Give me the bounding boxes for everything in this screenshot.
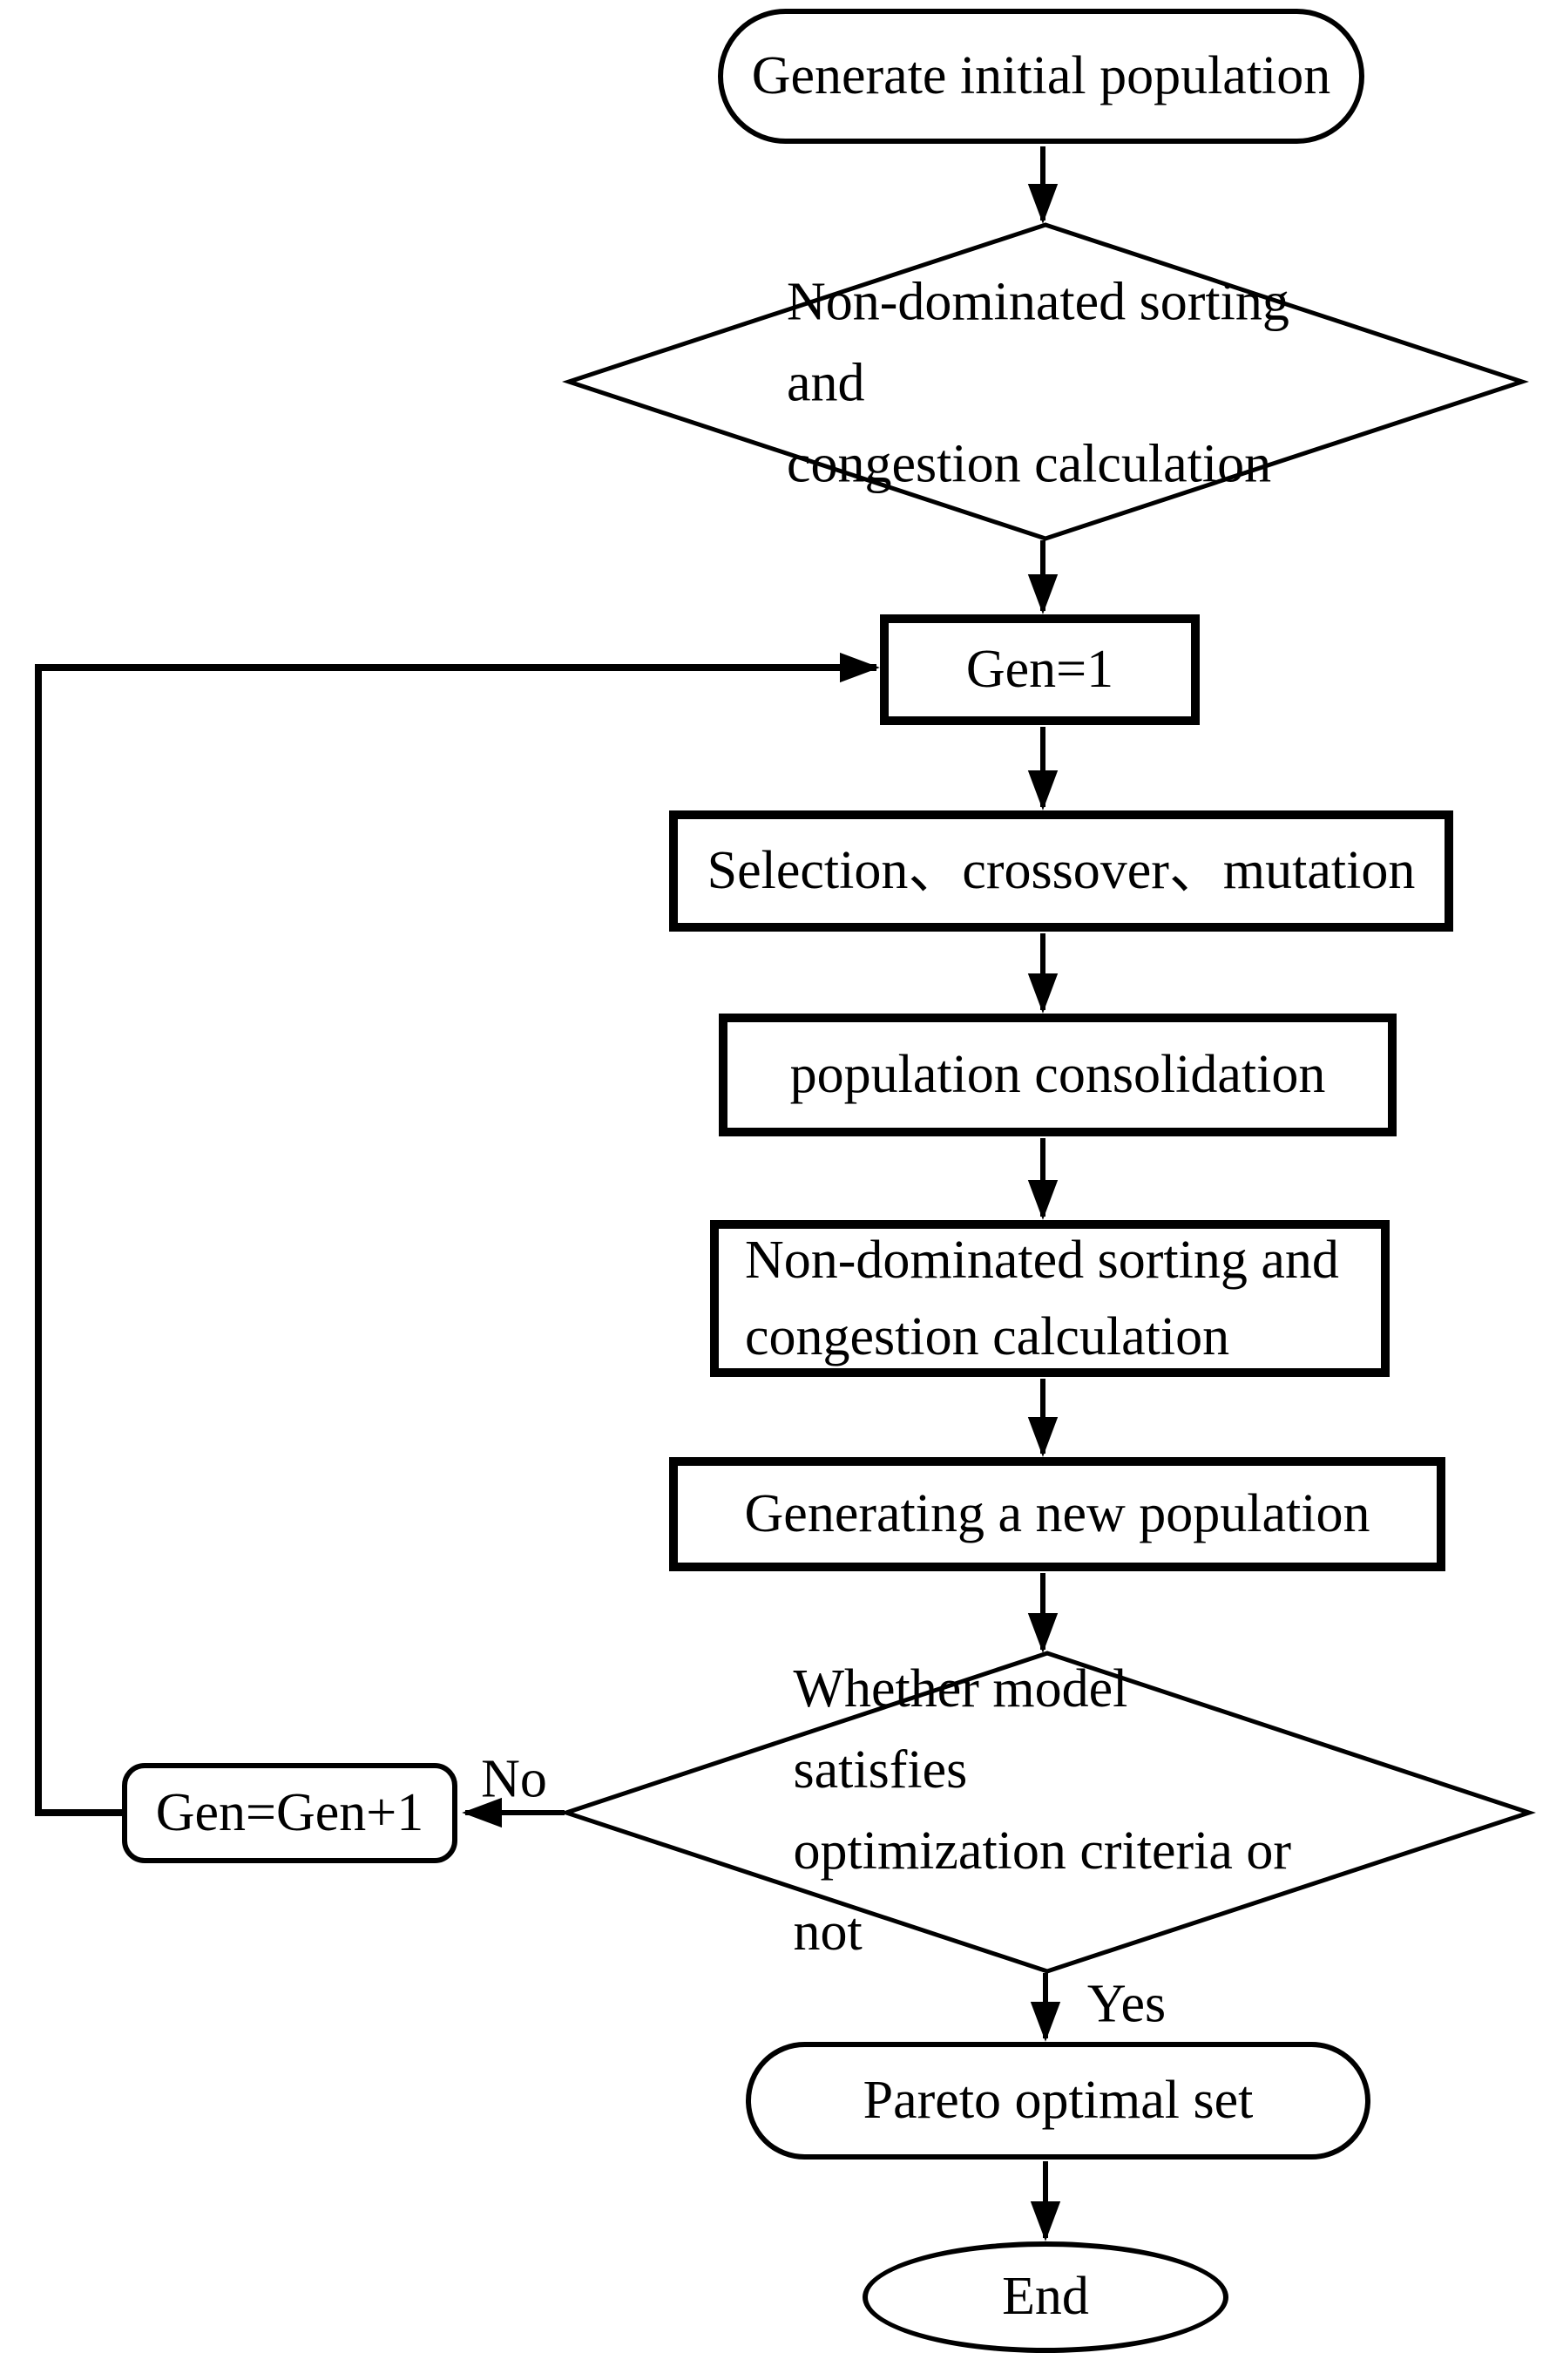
selection-crossover-mutation-process: Selection、crossover、mutation: [669, 810, 1453, 932]
pareto-label: Pareto optimal set: [863, 2070, 1254, 2130]
new-population-label: Generating a new population: [744, 1483, 1370, 1543]
selection-label: Selection、crossover、mutation: [707, 840, 1416, 900]
gen-increment-label: Gen=Gen+1: [155, 1782, 424, 1842]
gen-increment-process: Gen=Gen+1: [122, 1763, 457, 1863]
start-label: Generate initial population: [751, 45, 1331, 105]
yes-edge-label: Yes: [1086, 1974, 1167, 2034]
gen-init-label: Gen=1: [965, 639, 1114, 699]
connector-loop-to-gen1: [35, 652, 880, 1816]
no-edge-label: No: [481, 1749, 547, 1809]
new-population-process: Generating a new population: [669, 1457, 1445, 1571]
end-terminator: End: [863, 2241, 1228, 2353]
loop-sorting-process: Non-dominated sorting and congestion cal…: [710, 1220, 1390, 1377]
diamond-criteria-check-outline: [559, 1651, 1536, 1974]
consolidation-label: population consolidation: [789, 1044, 1326, 1104]
end-label: End: [1002, 2267, 1089, 2327]
pareto-terminator: Pareto optimal set: [746, 2042, 1370, 2160]
diamond-initial-sorting-outline: [562, 222, 1529, 541]
initial-sorting-label: Non-dominated sorting and congestion cal…: [787, 272, 1289, 494]
population-consolidation-process: population consolidation: [719, 1014, 1397, 1136]
criteria-check-label: Whether model satisfies optimization cri…: [793, 1659, 1292, 1962]
gen-init-process: Gen=1: [880, 614, 1200, 725]
start-terminator: Generate initial population: [718, 9, 1364, 144]
